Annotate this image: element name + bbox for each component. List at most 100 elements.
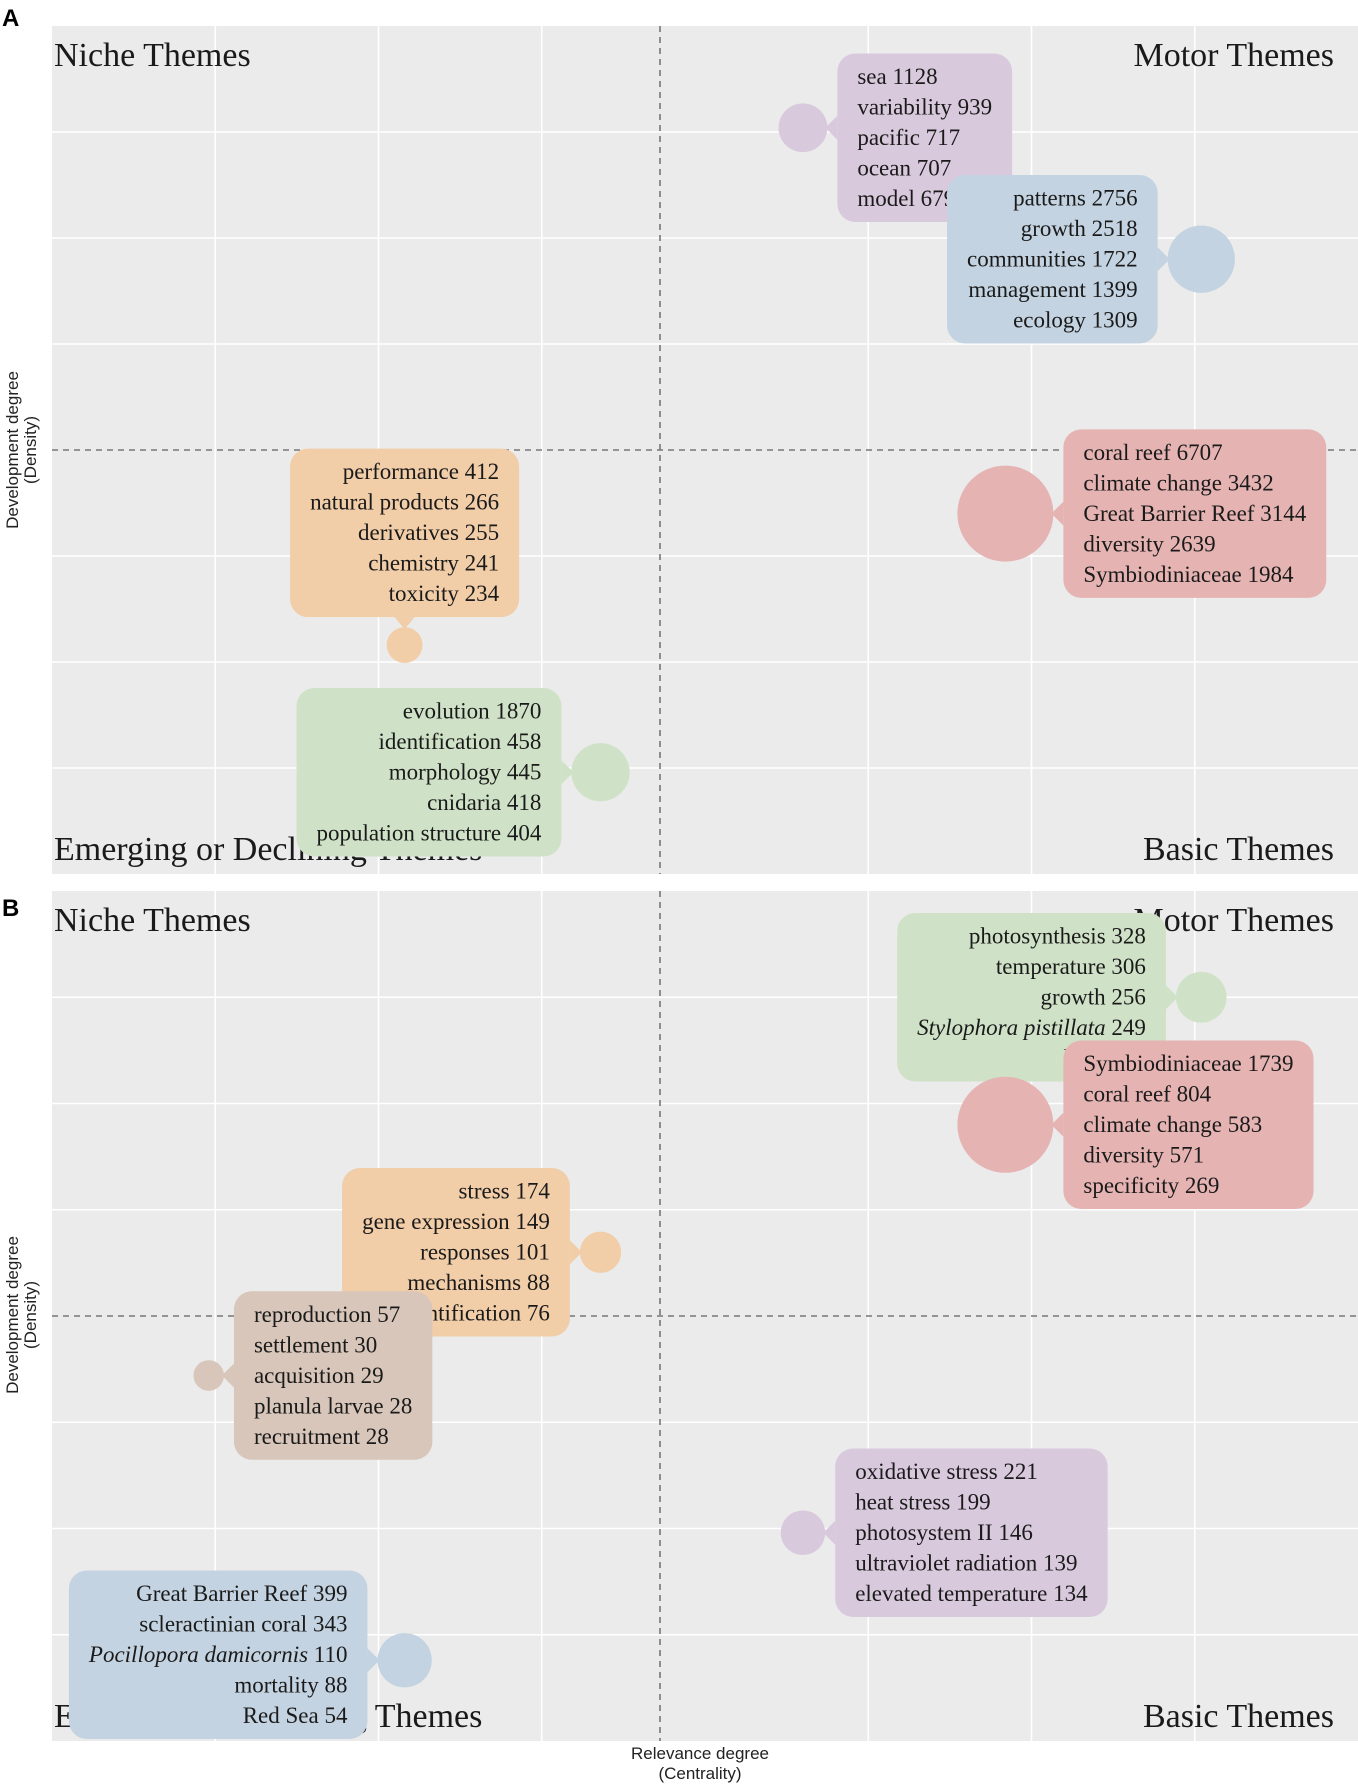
keyword-label: heat stress 199 [855,1490,990,1515]
keyword-label: ultraviolet radiation 139 [855,1551,1077,1576]
quadrant-label-bottom-right: Basic Themes [1143,1698,1334,1735]
keyword-label: climate change 583 [1083,1112,1262,1137]
cluster-bubble [1175,971,1227,1023]
cluster-label-pointer [569,1240,582,1265]
keyword-label: population structure 404 [317,820,542,845]
keyword-label: Symbiodiniaceae 1739 [1083,1051,1293,1076]
cluster-label-pointer [825,115,838,140]
keyword-label: acquisition 29 [254,1363,384,1388]
keyword-label: pacific 717 [857,125,960,150]
keyword-label: cnidaria 418 [427,790,541,815]
y-axis-label-group: Development degree(Density) [3,371,40,529]
quadrant-label-top-right: Motor Themes [1133,37,1334,74]
keyword-label: photosystem II 146 [855,1520,1033,1545]
y-axis-label-sub: (Density) [21,416,40,484]
cluster-keywords: Symbiodiniaceae 1739 coral reef 804 climat… [1083,1051,1293,1198]
keyword-label: growth 256 [1040,985,1145,1010]
theme-cluster: Great Barrier Reef 399 scleractinian cora… [68,1570,432,1739]
keyword-label: chemistry 241 [368,551,499,576]
keyword-label: derivatives 255 [358,520,499,545]
cluster-keywords: Great Barrier Reef 399 scleractinian cora… [88,1581,348,1728]
cluster-label-pointer [221,1363,234,1388]
cluster-label-box [290,448,520,618]
cluster-bubble [386,627,423,663]
keyword-label: Red Sea 54 [243,1703,348,1728]
cluster-keywords: oxidative stress 221 heat stress 199 photo… [855,1459,1088,1606]
keyword-label: coral reef 804 [1083,1082,1211,1107]
quadrant-label-bottom-right: Basic Themes [1143,831,1334,868]
quadrant-label-top-left: Niche Themes [54,902,251,939]
cluster-label-box [68,1570,368,1739]
cluster-label-pointer [1051,501,1064,526]
keyword-label: toxicity 234 [389,581,500,606]
keyword-label: reproduction 57 [254,1302,400,1327]
cluster-bubble [957,465,1054,562]
keyword-label: planula larvae 28 [254,1393,412,1418]
keyword-label: growth 2518 [1021,216,1138,241]
cluster-label-pointer [367,1648,380,1673]
cluster-bubble [377,1633,432,1688]
cluster-label-box [947,174,1158,344]
keyword-label: model 679 [857,186,955,211]
y-axis-label-group: Development degree(Density) [3,1236,40,1394]
panel-letter-a: A [2,5,19,32]
keyword-label: scleractinian coral 343 [139,1612,347,1637]
cluster-label-pointer [394,617,415,630]
keyword-label: management 1399 [968,277,1137,302]
keyword-label: diversity 571 [1083,1143,1204,1168]
cluster-bubble [193,1360,224,1391]
keyword-label: stress 174 [458,1179,550,1204]
cluster-label-pointer [1165,985,1178,1010]
cluster-bubble [571,743,630,802]
keyword-label: Stylophora pistillata 249 [917,1015,1146,1040]
theme-cluster: patterns 2756 growth 2518 communities 1722… [947,174,1235,344]
cluster-bubble [780,1510,826,1556]
keyword-label: mechanisms 88 [407,1270,549,1295]
keyword-label: ocean 707 [857,156,951,181]
keyword-label: identification 458 [379,729,542,754]
keyword-label: morphology 445 [389,759,542,784]
y-axis-label-sub: (Density) [21,1281,40,1349]
keyword-label: diversity 2639 [1083,531,1215,556]
keyword-label: natural products 266 [310,490,499,515]
keyword-label: elevated temperature 134 [855,1581,1088,1606]
cluster-label-pointer [1157,247,1170,272]
cluster-label-box [1063,429,1327,598]
keyword-label: variability 939 [857,95,992,120]
cluster-bubble [579,1231,622,1273]
cluster-label-box [233,1291,433,1460]
cluster-keywords: evolution 1870 identification 458 morpholo… [317,698,542,845]
cluster-label-pointer [561,760,574,785]
keyword-label: mortality 88 [234,1673,347,1698]
keyword-label: responses 101 [420,1240,550,1265]
keyword-label: evolution 1870 [403,698,542,723]
y-axis-label: Development degree [3,371,22,529]
cluster-keywords: patterns 2756 growth 2518 communities 1722… [967,185,1138,332]
cluster-label-box [1063,1040,1314,1209]
cluster-label-box [835,1448,1108,1617]
panel-letter-b: B [2,895,19,922]
keyword-label: communities 1722 [967,246,1138,271]
x-axis-label: Relevance degree [631,1744,769,1763]
keyword-label: climate change 3432 [1083,470,1273,495]
keyword-label: oxidative stress 221 [855,1459,1038,1484]
keyword-label: Great Barrier Reef 399 [136,1581,347,1606]
cluster-bubble [1167,225,1235,293]
keyword-label: coral reef 6707 [1083,440,1222,465]
keyword-label: patterns 2756 [1013,185,1138,210]
cluster-label-pointer [1051,1112,1064,1137]
keyword-label: settlement 30 [254,1332,377,1357]
quadrant-label-top-left: Niche Themes [54,37,251,74]
theme-cluster: evolution 1870 identification 458 morpholo… [296,687,630,857]
x-axis-label-sub: (Centrality) [658,1764,741,1783]
